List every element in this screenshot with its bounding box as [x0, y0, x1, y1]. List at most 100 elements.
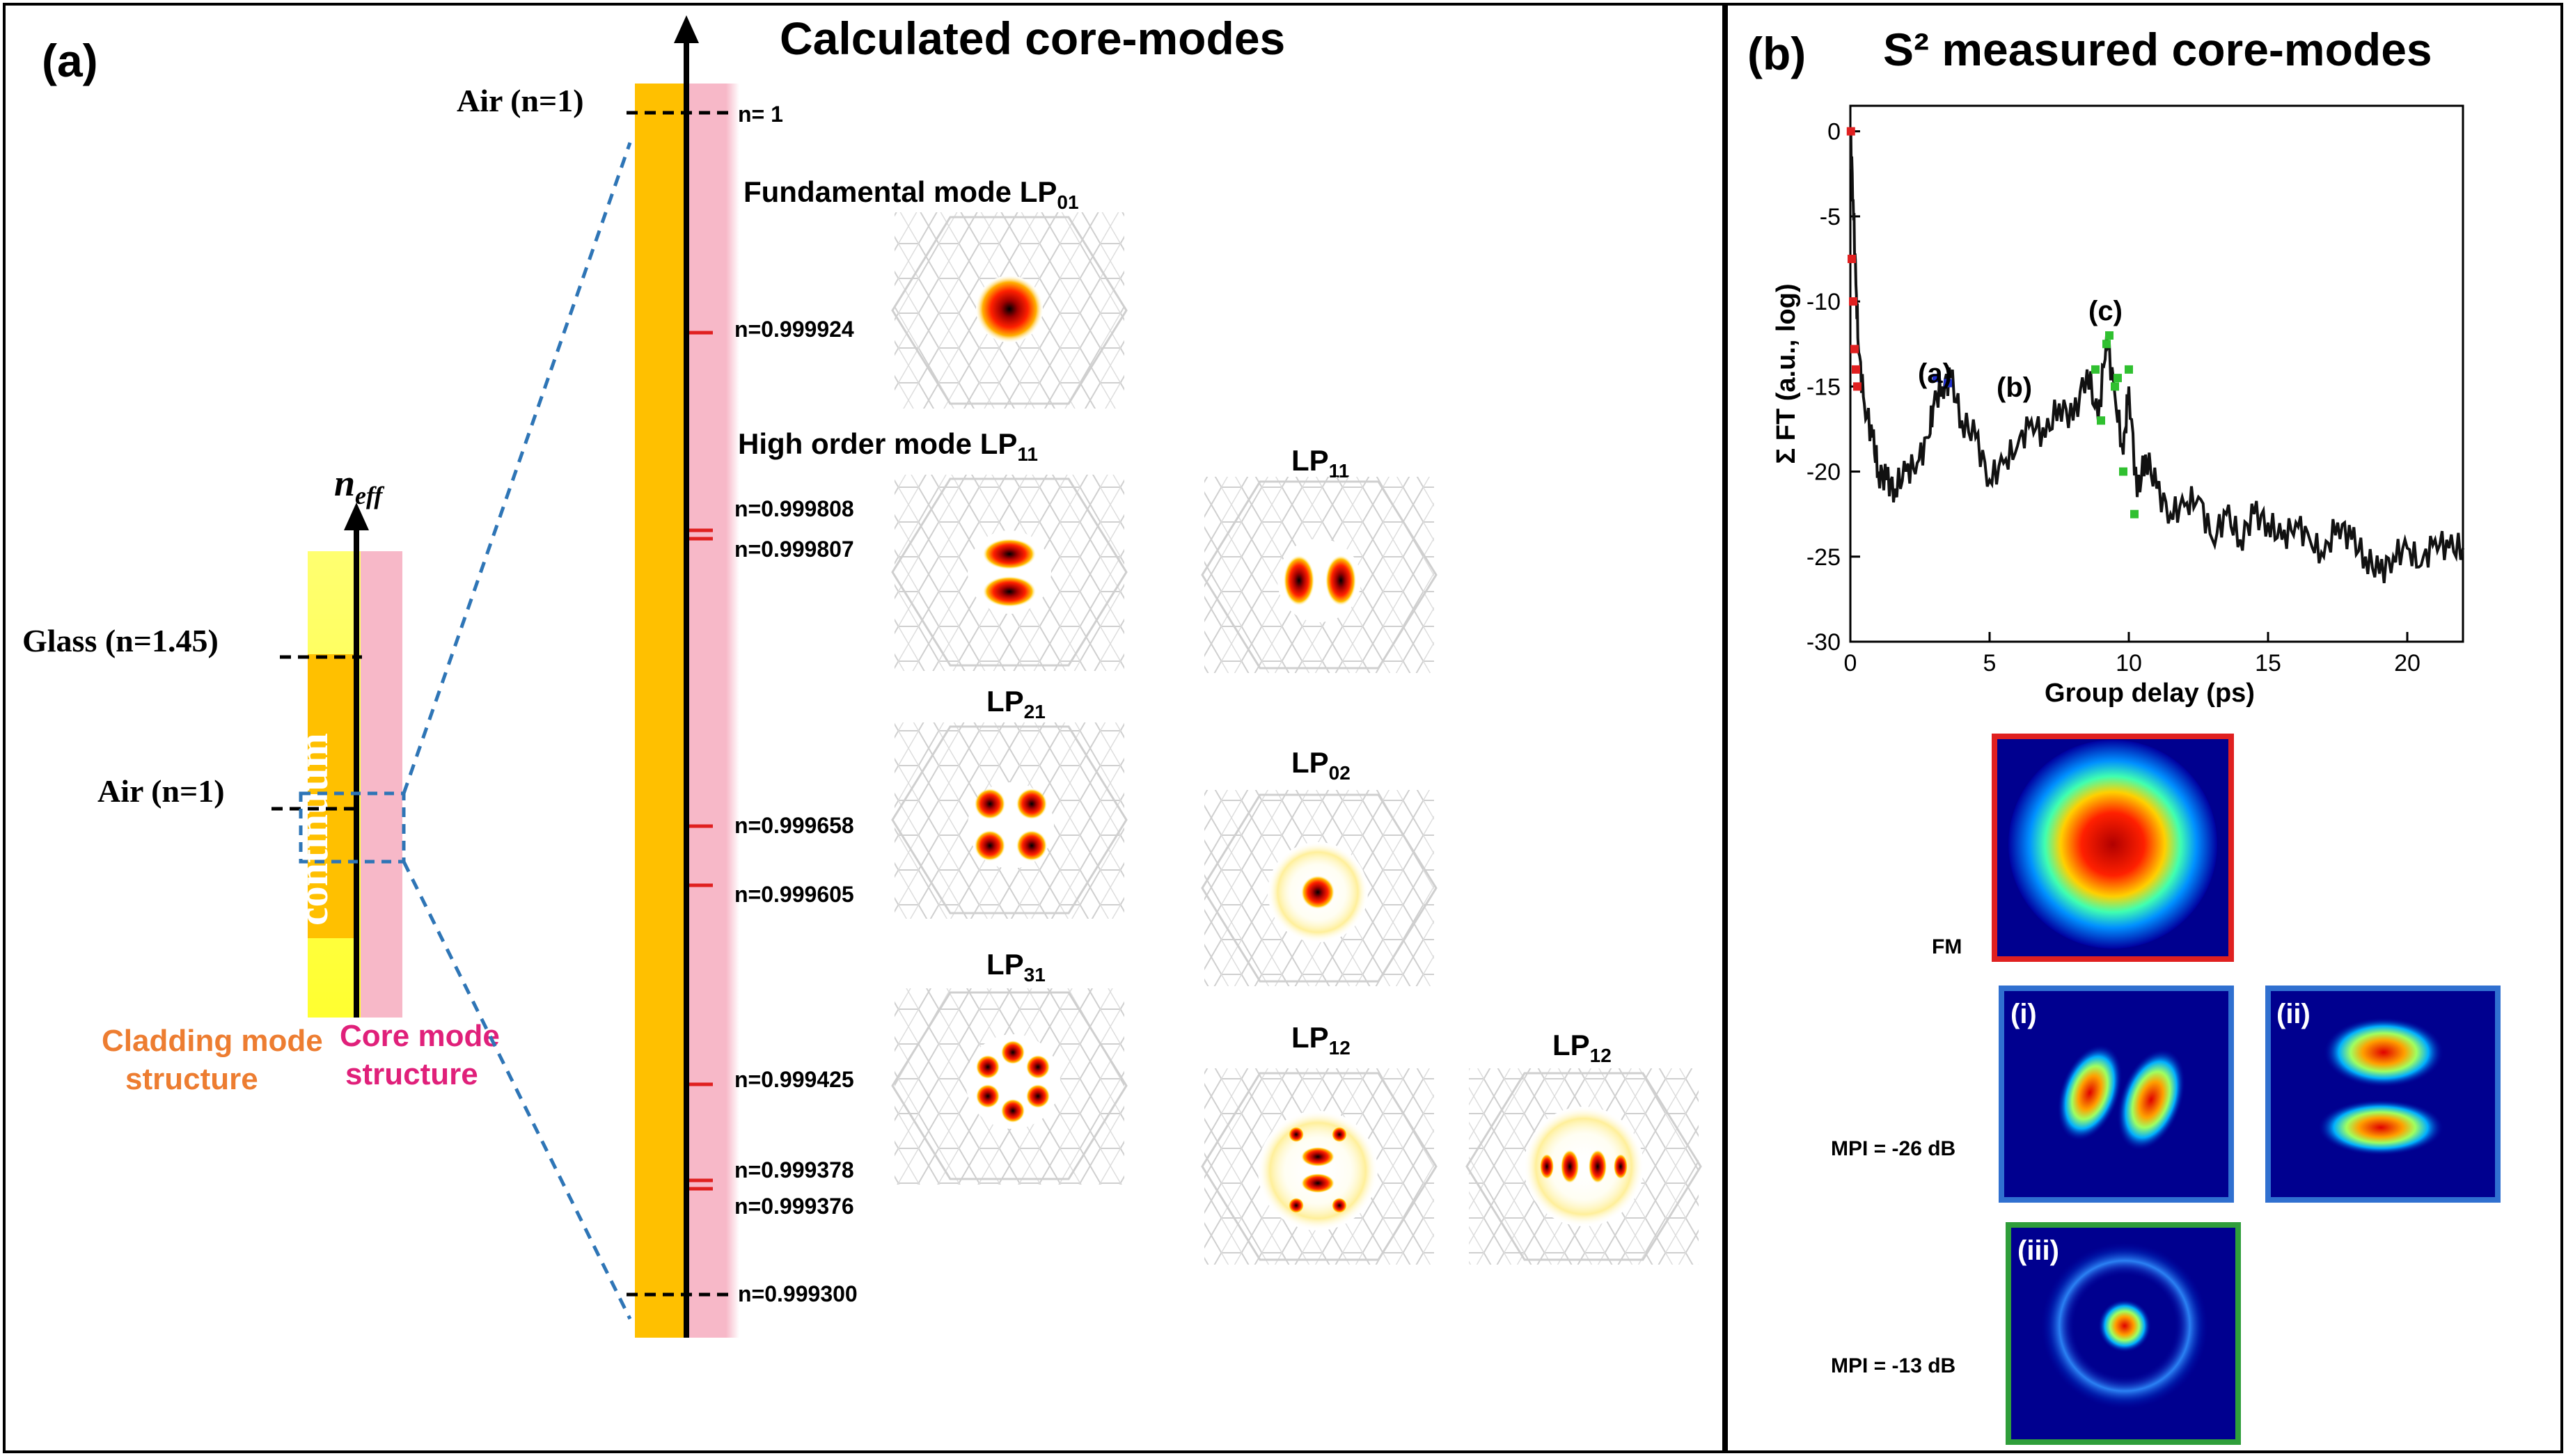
- chart-marker: [1846, 127, 1855, 136]
- mode-title-lp12-b: LP12: [1552, 1029, 1612, 1066]
- cladding-label-2: structure: [125, 1062, 258, 1096]
- air-label-left: Air (n=1): [97, 773, 225, 809]
- chart-annotation-c: (c): [2088, 296, 2123, 326]
- neff-arrowhead: [344, 503, 369, 530]
- y-tick-label: 0: [1827, 119, 1841, 145]
- mode-image-lp21: [891, 722, 1128, 919]
- air-label-top: Air (n=1): [457, 83, 584, 118]
- zoom-index-bar: Air (n=1) n= 1 n=0.999924 n=0.999808 n=0…: [457, 15, 858, 1338]
- mode-title-lp02: LP02: [1291, 746, 1351, 784]
- zoom-arrowhead: [674, 15, 699, 43]
- mode-title-lp01: Fundamental mode LP01: [743, 175, 1079, 213]
- panel-b-title: S² measured core-modes: [1883, 24, 2432, 75]
- continuum-label: continuum: [290, 733, 336, 926]
- zoom-orange-bar: [635, 84, 686, 1338]
- chart-marker: [2114, 374, 2122, 383]
- y-tick-label: -10: [1807, 289, 1841, 315]
- chart-series-line: [1849, 129, 2464, 583]
- y-tick-label: -15: [1807, 374, 1841, 400]
- zoom-guide-top: [402, 142, 632, 794]
- x-tick-label: 10: [2116, 650, 2142, 676]
- measured-mode-fm: [1992, 734, 2234, 962]
- level-label-1: n= 1: [738, 102, 783, 127]
- x-tick-label: 5: [1983, 650, 1997, 676]
- cladding-label-1: Cladding mode: [102, 1024, 323, 1058]
- chart-marker: [2102, 340, 2111, 349]
- chart-annotation-b: (b): [1997, 372, 2032, 403]
- panel-a: (a) Calculated core-modes continuum neff…: [3, 3, 1725, 1453]
- continuum-bar: [308, 654, 355, 938]
- mode-tag-ii: (ii): [2276, 999, 2311, 1029]
- chart-marker: [1852, 365, 1860, 374]
- chart-marker: [2119, 467, 2127, 476]
- mode-image-lp31: [891, 988, 1128, 1185]
- level-label-6: n=0.999605: [734, 882, 854, 907]
- panel-a-tag: (a): [42, 35, 98, 86]
- x-tick-label: 0: [1844, 650, 1857, 676]
- y-tick-label: -30: [1807, 629, 1841, 656]
- mode-image-lp11-b: [1201, 477, 1438, 673]
- core-strip-small: [361, 551, 402, 1018]
- mode-tag-i: (i): [2010, 999, 2037, 1029]
- mode-title-lp12-a: LP12: [1291, 1021, 1351, 1059]
- level-label-7: n=0.999425: [734, 1067, 854, 1092]
- mode-image-lp02: [1201, 790, 1438, 986]
- core-label-2: structure: [345, 1057, 478, 1091]
- mpi-label-1: MPI = -26 dB: [1831, 1137, 1955, 1160]
- level-label-8: n=0.999378: [734, 1157, 854, 1182]
- mode-image-lp12-b: [1465, 1068, 1702, 1265]
- chart-marker: [1944, 379, 1952, 388]
- index-schematic: continuum neff Glass (n=1.45) Air (n=1) …: [22, 142, 632, 1320]
- chart-marker: [1850, 345, 1859, 354]
- chart-xlabel: Group delay (ps): [2045, 679, 2255, 708]
- level-label-10: n=0.999300: [738, 1281, 858, 1306]
- measured-mode-iii: (iii): [2006, 1222, 2241, 1445]
- measured-mode-ii: (ii): [2265, 986, 2501, 1203]
- chart-annotation-a: (a): [1918, 358, 1952, 389]
- chart-marker: [2130, 509, 2139, 519]
- y-tick-label: -20: [1807, 459, 1841, 486]
- zoom-pink-strip: [686, 84, 739, 1338]
- chart-marker: [1848, 255, 1856, 263]
- chart-markers: [1846, 127, 2139, 519]
- panel-b-frame: [1725, 3, 2563, 1453]
- mpi-label-2: MPI = -13 dB: [1831, 1354, 1955, 1377]
- chart-marker: [1853, 382, 1861, 391]
- glass-label: Glass (n=1.45): [22, 623, 219, 658]
- x-tick-label: 20: [2394, 650, 2421, 676]
- panel-b-tag: (b): [1747, 28, 1806, 79]
- level-label-4: n=0.999807: [734, 537, 854, 562]
- mode-image-lp11-a: [891, 475, 1128, 671]
- zoom-guide-bottom: [402, 860, 632, 1320]
- chart-marker: [2105, 331, 2114, 340]
- level-label-3: n=0.999808: [734, 496, 854, 521]
- zoom-box: [299, 791, 406, 864]
- chart-marker: [2091, 365, 2100, 374]
- neff-label: neff: [334, 462, 384, 509]
- mode-image-lp12-a: [1201, 1068, 1438, 1265]
- mode-title-lp11-a: High order mode LP11: [738, 427, 1038, 465]
- panel-a-title: Calculated core-modes: [780, 13, 1285, 64]
- mode-title-lp31: LP31: [986, 948, 1046, 986]
- mode-title-lp21: LP21: [986, 685, 1046, 722]
- panel-a-frame: [3, 3, 1725, 1453]
- chart-marker: [2111, 382, 2119, 391]
- chart-marker: [2097, 416, 2105, 425]
- level-label-5: n=0.999658: [734, 813, 854, 838]
- y-tick-label: -25: [1807, 544, 1841, 571]
- mode-tag-iii: (iii): [2017, 1235, 2059, 1266]
- x-tick-label: 15: [2255, 650, 2281, 676]
- level-label-9: n=0.999376: [734, 1194, 854, 1219]
- mode-image-lp01: [891, 212, 1128, 409]
- chart-marker: [1849, 297, 1857, 306]
- mode-title-lp11-b: LP11: [1291, 444, 1349, 482]
- core-label-1: Core mode: [340, 1019, 500, 1053]
- chart-marker: [1933, 374, 1941, 383]
- chart-ylabel: Σ FT (a.u., log): [1772, 283, 1801, 464]
- measured-mode-i: (i): [1999, 986, 2234, 1203]
- fm-label: FM: [1932, 935, 1962, 958]
